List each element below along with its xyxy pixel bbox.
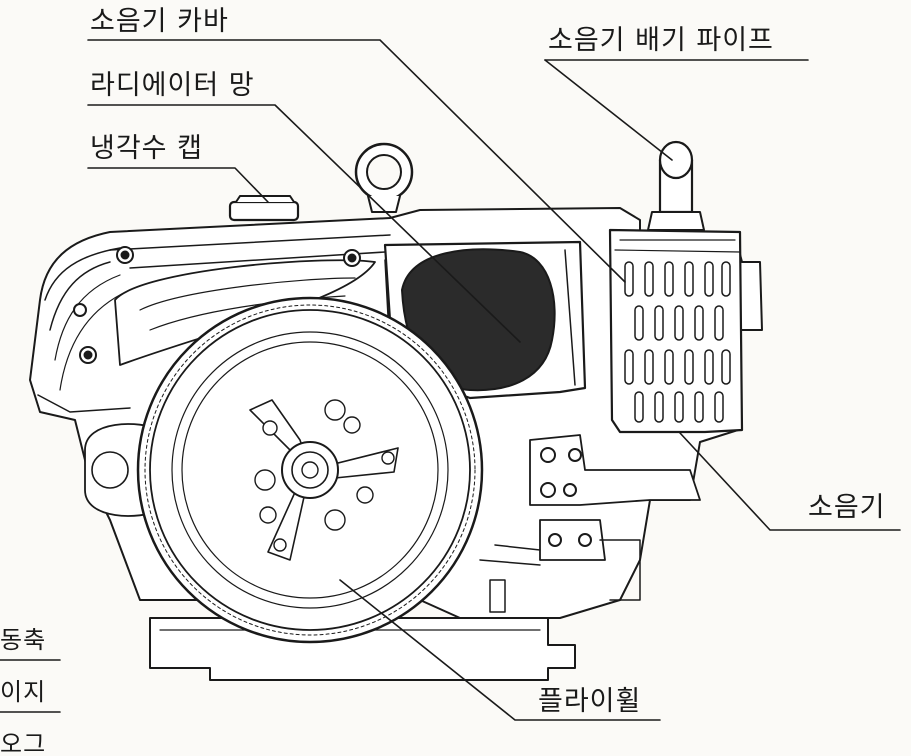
muffler-cover-shape: [608, 228, 744, 434]
label-radiator-screen: 라디에이터 망: [90, 70, 255, 101]
label-flywheel: 플라이휠: [538, 686, 642, 717]
leader-lines: [0, 39, 901, 721]
label-muffler-cover: 소음기 카바: [90, 6, 229, 37]
label-muffler-exhaust-pipe: 소음기 배기 파이프: [548, 25, 774, 56]
label-cut-3: 오그: [0, 730, 47, 756]
lifting-eye: [354, 142, 414, 213]
label-cut-1: 동축: [0, 626, 47, 654]
label-cut-2: 이지: [0, 678, 47, 706]
label-muffler: 소음기: [808, 492, 886, 523]
coolant-cap-shape: [228, 195, 300, 222]
exhaust-pipe-shape: [647, 140, 705, 231]
label-coolant-cap: 냉각수 캡: [90, 133, 203, 164]
flywheel-shape: [136, 296, 484, 644]
